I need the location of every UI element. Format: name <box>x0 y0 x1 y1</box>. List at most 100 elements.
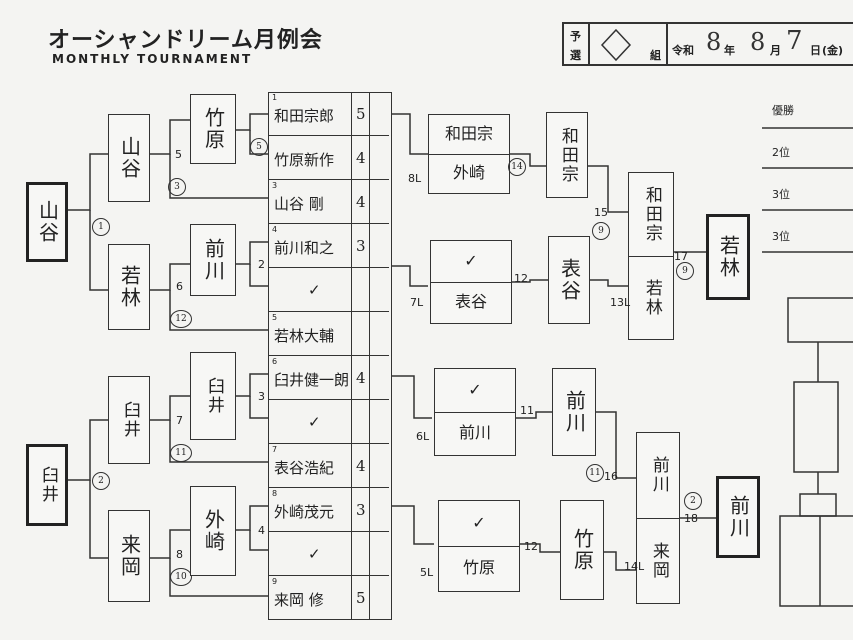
match-number: 16 <box>604 470 618 483</box>
bracket-box-r2-2: 若林 <box>108 244 150 330</box>
month-label: 月 <box>770 44 781 57</box>
match-number: 7 <box>176 414 183 427</box>
player-row: ✓ <box>268 400 389 444</box>
player-score: 4 <box>356 369 366 387</box>
score-circle: 3 <box>168 178 186 196</box>
loser-box-bottom: 外崎 <box>452 163 485 183</box>
result-row-win: 優勝 <box>762 92 853 128</box>
match-number: 3 <box>258 390 265 403</box>
player-name: 表谷浩紀 <box>274 459 335 477</box>
match-number: 17 <box>674 250 688 263</box>
winner-box-10: 表谷 <box>548 236 590 324</box>
player-name: 山谷 剛 <box>274 195 324 213</box>
score-circle: 1 <box>92 218 110 236</box>
final-box-18: 前川 <box>716 476 760 558</box>
player-row: ✓ <box>268 532 389 576</box>
loser-box-top: ✓ <box>439 501 519 547</box>
player-score: 5 <box>356 589 366 607</box>
player-number: 3 <box>272 181 278 190</box>
bracket-box-r3-2: 前川 <box>190 224 236 296</box>
player-number: 7 <box>272 445 278 454</box>
bracket-box-r2-1: 山谷 <box>108 114 150 202</box>
final-box-17: 若林 <box>706 214 750 300</box>
match-number: 12 <box>514 272 528 285</box>
bracket-box-r1-bottom: 臼井 <box>26 444 68 526</box>
loser-label: 14L <box>624 560 645 573</box>
player-name: 前川和之 <box>274 239 335 257</box>
score-circle: 14 <box>508 158 526 176</box>
loser-box-6: ✓ 前川 <box>434 368 516 456</box>
winner-box-top: 和田宗 <box>546 112 588 198</box>
player-row: 6 臼井健一朗 4 <box>268 356 389 400</box>
result-label: 2位 <box>772 146 790 159</box>
player-number: 5 <box>272 313 278 322</box>
loser-box-5: ✓ 竹原 <box>438 500 520 592</box>
result-row-second: 2位 <box>762 134 853 170</box>
loser-label: 13L <box>610 296 631 309</box>
group-diamond-icon <box>600 28 632 62</box>
page-subtitle: MONTHLY TOURNAMENT <box>52 52 253 66</box>
loser-box-bottom: 表谷 <box>454 292 487 312</box>
player-number: 4 <box>272 225 278 234</box>
semi-box-16: 前川 来岡 <box>636 432 680 604</box>
year-value: 8 <box>706 28 722 56</box>
bracket-box-r1-top: 山谷 <box>26 182 68 262</box>
bracket-box-r3-3: 臼井 <box>190 352 236 440</box>
bracket-box-r3-4: 外崎 <box>190 486 236 576</box>
player-name: 竹原新作 <box>274 151 335 169</box>
score-circle: 5 <box>250 138 268 156</box>
semi-box-bottom: 来岡 <box>648 541 669 580</box>
score-circle: 2 <box>92 472 110 490</box>
player-score: 4 <box>356 149 366 167</box>
semi-box-top: 前川 <box>637 433 679 519</box>
result-label: 3位 <box>772 230 790 243</box>
player-name: 臼井健一朗 <box>274 371 350 389</box>
result-label: 3位 <box>772 188 790 201</box>
player-name: 来岡 修 <box>274 591 324 609</box>
player-score: 3 <box>356 237 366 255</box>
loser-box-7: ✓ 表谷 <box>430 240 512 324</box>
semi-box-bottom: 若林 <box>641 278 662 317</box>
loser-box-bottom: 竹原 <box>462 558 495 578</box>
match-number: 11 <box>520 404 534 417</box>
match-number: 4 <box>258 524 265 537</box>
player-score: 3 <box>356 501 366 519</box>
score-circle: 2 <box>684 492 702 510</box>
loser-label: 5L <box>420 566 434 579</box>
winner-box-11: 前川 <box>552 368 596 456</box>
weekday: (金) <box>822 44 844 57</box>
loser-box-bottom: 前川 <box>458 423 491 443</box>
player-name: ✓ <box>308 413 321 431</box>
bracket-box-r3-1: 竹原 <box>190 94 236 164</box>
day-value: 7 <box>786 26 803 56</box>
player-row: 9 来岡 修 5 <box>268 576 389 620</box>
player-row: 7 表谷浩紀 4 <box>268 444 389 488</box>
result-label: 優勝 <box>772 104 794 117</box>
year-label: 年 <box>724 44 735 57</box>
player-name: ✓ <box>308 545 321 563</box>
player-number: 9 <box>272 577 278 586</box>
player-score: 4 <box>356 457 366 475</box>
player-row: 竹原新作 4 <box>268 136 389 180</box>
match-number: 15 <box>594 206 608 219</box>
semi-box-top: 和田宗 <box>629 173 673 257</box>
loser-box-top: 和田宗 <box>429 115 509 155</box>
player-score: 5 <box>356 105 366 123</box>
match-number: 8 <box>176 548 183 561</box>
player-name: 外崎茂元 <box>274 503 335 521</box>
score-circle: 11 <box>586 464 604 482</box>
loser-label: 8L <box>408 172 422 185</box>
player-row: ✓ <box>268 268 389 312</box>
player-name: ✓ <box>308 281 321 299</box>
group-label: 組 <box>650 49 661 62</box>
match-number: 12 <box>524 540 538 553</box>
month-value: 8 <box>750 28 766 56</box>
player-number: 6 <box>272 357 278 366</box>
winner-box-12: 竹原 <box>560 500 604 600</box>
score-circle: 9 <box>676 262 694 280</box>
loser-label: 7L <box>410 296 424 309</box>
